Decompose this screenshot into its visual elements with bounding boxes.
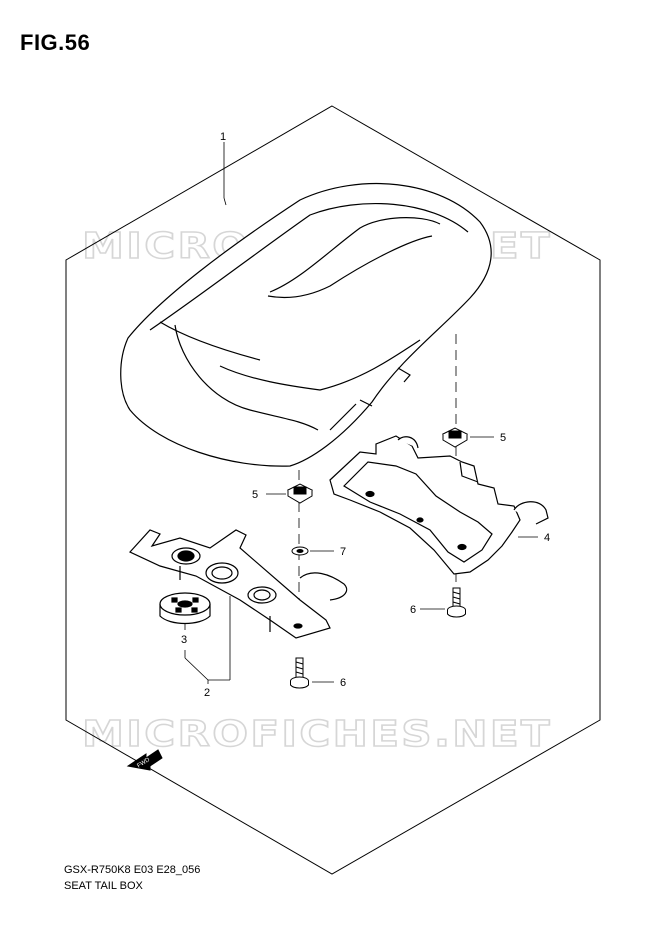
- callout-5-right: 5: [500, 432, 506, 444]
- bolt-lower: [290, 657, 309, 689]
- callout-1: 1: [220, 131, 226, 143]
- fwd-arrow-icon: FWD: [126, 749, 163, 771]
- leader-1: [223, 142, 227, 206]
- figure-title: FIG.56: [20, 30, 91, 55]
- callout-5-left: 5: [252, 489, 258, 501]
- bracket-assembly: [129, 529, 348, 639]
- callout-6-lower: 6: [340, 677, 346, 689]
- rubber-damper: [159, 592, 211, 625]
- seat-tail-cover: [120, 182, 492, 467]
- watermark-bottom: MICROFICHES.NET: [82, 714, 552, 755]
- washer: [291, 546, 309, 556]
- model-code: GSX-R750K8 E03 E28_056: [64, 864, 201, 876]
- base-plate: [329, 435, 549, 575]
- callout-7: 7: [340, 546, 346, 558]
- callout-4: 4: [544, 532, 550, 544]
- cage-nut-right: [441, 427, 469, 448]
- callout-6-right: 6: [410, 604, 416, 616]
- callout-3: 3: [181, 634, 187, 646]
- cage-nut-left: [286, 483, 314, 504]
- callout-2: 2: [204, 687, 210, 699]
- figure-caption: SEAT TAIL BOX: [64, 880, 143, 892]
- hexagon-frame: [65, 105, 601, 875]
- leaders-2-3: [184, 596, 231, 684]
- bolt-right: [447, 587, 466, 618]
